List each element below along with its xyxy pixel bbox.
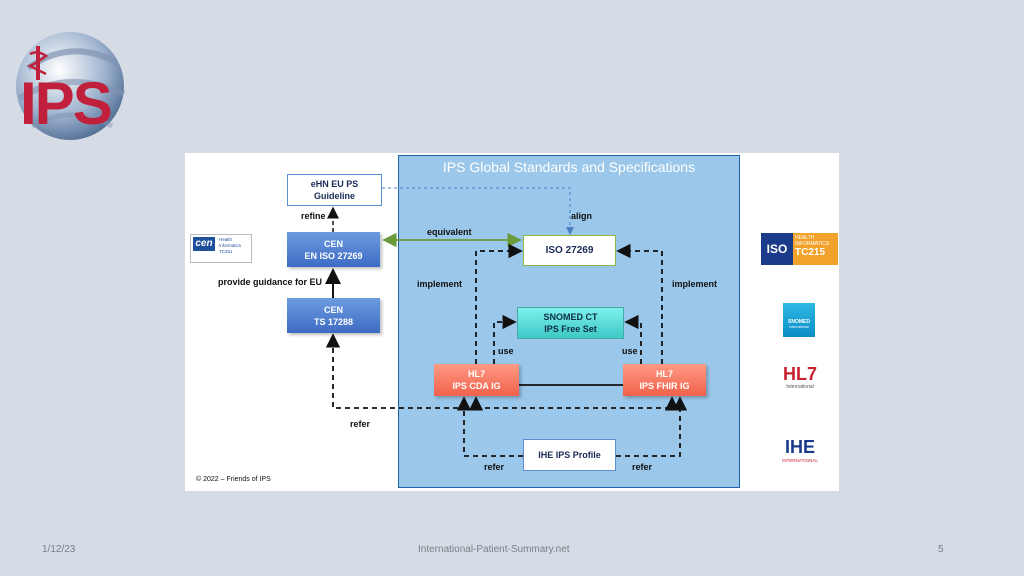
footer-page-number: 5 [938, 544, 944, 555]
iso-logo-sub2: INFORMATICS [795, 241, 830, 247]
use-left-arrow [493, 314, 517, 364]
use-right-label: use [622, 346, 638, 356]
refer-right-arrow [616, 396, 688, 457]
align-label: align [571, 211, 593, 221]
hl7-logo-sub: International [786, 384, 814, 390]
iso-logo-sub3: TC215 [795, 247, 826, 258]
ehn-eu-ps-guideline-node: eHN EU PS Guideline [287, 174, 382, 206]
refer-left-arrow [456, 396, 523, 457]
refer-top-arrow [325, 333, 476, 409]
snomed-logo-text: SNOMED [788, 319, 810, 325]
equivalent-label: equivalent [427, 227, 472, 237]
cen-logo-sub2: Informatics [219, 243, 242, 248]
ihe-ips-profile-node: IHE IPS Profile [523, 439, 616, 471]
implement-right-label: implement [672, 279, 718, 289]
cen-en-iso-27269-node: CEN EN ISO 27269 [287, 232, 380, 267]
iso-tc215-logo: ISO HEALTH INFORMATICS TC215 [761, 233, 838, 265]
iso-27269-node: ISO 27269 [523, 235, 616, 266]
cen-ts-17288-node: CEN TS 17288 [287, 298, 380, 333]
snomed-logo-sub: International [789, 325, 809, 329]
snomed-ct-ips-free-set-node: SNOMED CT IPS Free Set [517, 307, 624, 339]
footer-date: 1/12/23 [42, 544, 76, 555]
cen-logo-sub3: TC251 [219, 249, 233, 254]
provide-guidance-label: provide guidance for EU [218, 277, 323, 287]
implement-right-arrow [616, 243, 663, 364]
hl7-logo-text: HL7 [782, 364, 817, 384]
hl7-ips-cda-ig-node: HL7 IPS CDA IG [434, 364, 519, 396]
implement-left-arrow [475, 243, 523, 364]
diagram-title: IPS Global Standards and Specifications [442, 159, 696, 175]
cen-logo-mark: cen [193, 237, 215, 251]
ihe-logo-text: IHE [784, 437, 815, 457]
cen-tc251-logo: cen Health Informatics TC251 [190, 234, 252, 263]
refine-label: refine [301, 211, 326, 221]
use-left-label: use [498, 346, 514, 356]
footer-site: International-Patient-Summary.net [418, 544, 570, 555]
hl7-ips-fhir-ig-node: HL7 IPS FHIR IG [623, 364, 706, 396]
refer-top-label: refer [350, 419, 371, 429]
ihe-logo-sub: INTERNATIONAL [782, 458, 818, 463]
ips-globe-caduceus-icon [16, 32, 126, 140]
snomed-international-logo: SNOMED International [783, 303, 815, 337]
ips-logo-text: IPS [20, 70, 113, 137]
hl7-international-logo: HL7 International [775, 364, 825, 395]
refer-left-label: refer [484, 462, 505, 472]
ihe-international-logo: IHE INTERNATIONAL [777, 436, 823, 470]
align-arrow [382, 187, 574, 235]
copyright-text: © 2022 – Friends of IPS [196, 476, 271, 483]
implement-left-label: implement [417, 279, 463, 289]
use-right-arrow [624, 314, 642, 364]
cen-logo-sub1: Health [219, 237, 233, 242]
iso-logo-sub1: HEALTH [795, 235, 815, 241]
refer-right-label: refer [632, 462, 653, 472]
iso-logo-mark: ISO [761, 233, 793, 265]
